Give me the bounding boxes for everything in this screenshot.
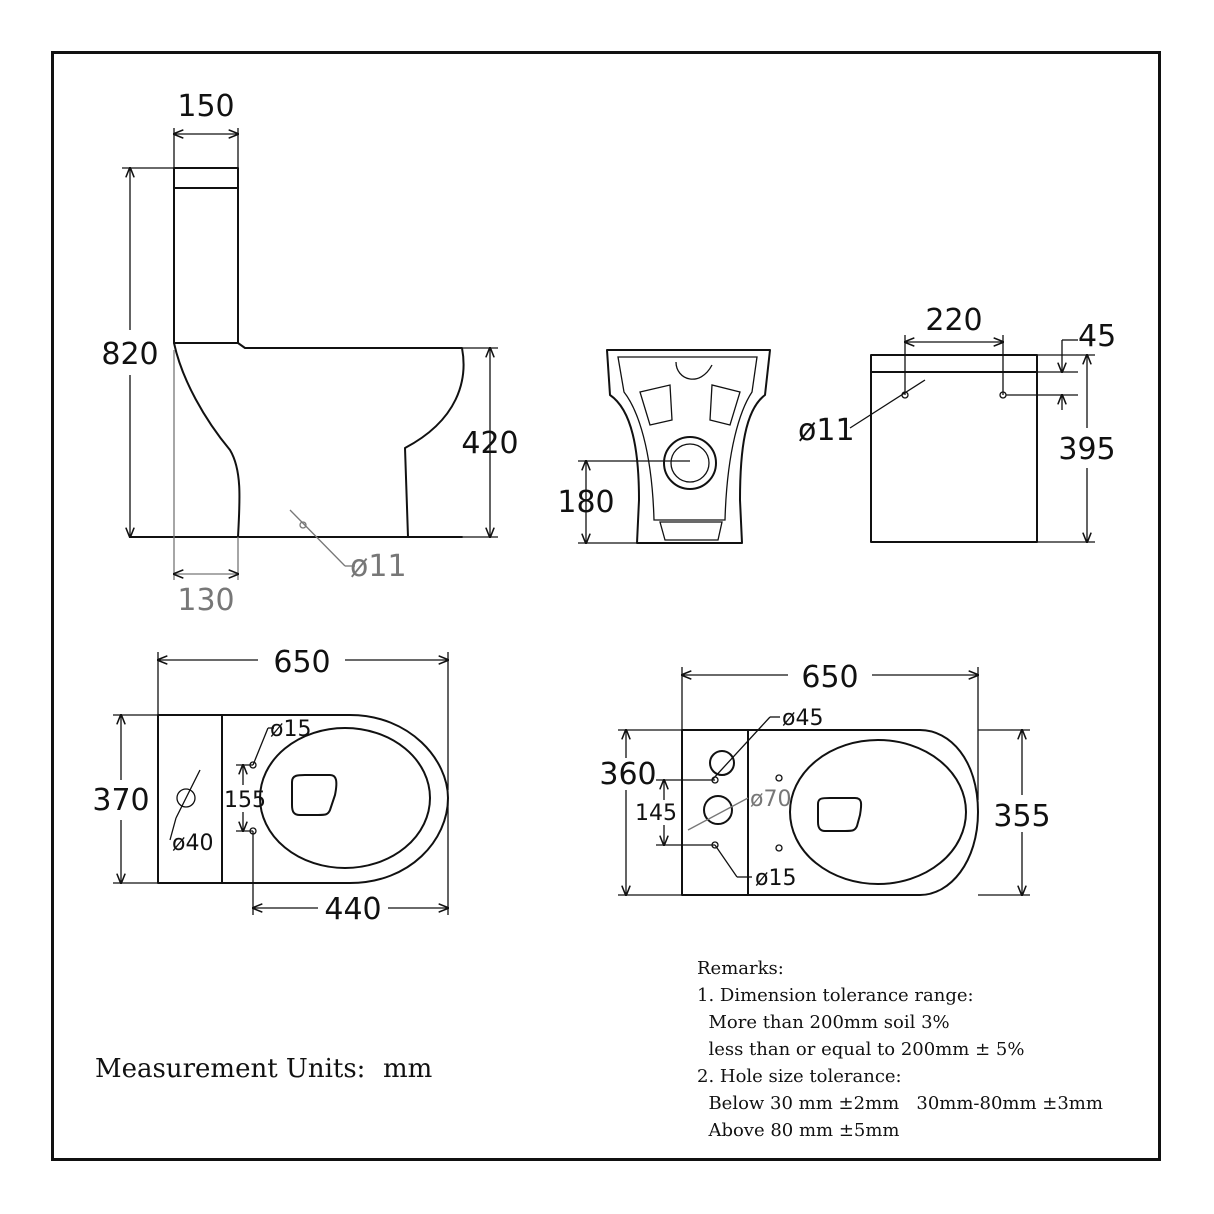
dim-side-total-height: 820 — [101, 337, 158, 372]
remarks-line: Below 30 mm ±2mm 30mm-80mm ±3mm — [697, 1093, 1103, 1114]
units-label: Measurement Units: — [95, 1054, 366, 1084]
tank-outline — [870, 354, 1038, 543]
side-view: 150 820 420 ø11 130 — [101, 89, 518, 618]
remarks-line: less than or equal to 200mm ± 5% — [697, 1039, 1025, 1060]
dim-side-pan-height: 420 — [461, 426, 518, 461]
remarks-line: More than 200mm soil 3% — [697, 1012, 950, 1033]
base-seat — [789, 739, 967, 885]
dim-base-bottom-hole: ø15 — [755, 866, 796, 891]
remarks-line: Above 80 mm ±5mm — [697, 1120, 900, 1141]
back-outline — [606, 349, 771, 544]
back-outlet — [663, 436, 717, 490]
dim-side-fix-hole: ø11 — [350, 549, 407, 584]
side-pan-outline — [173, 342, 465, 538]
base-view: 650 ø45 360 145 ø70 355 ø15 — [599, 660, 1051, 896]
dim-top-width: 370 — [92, 783, 149, 818]
dim-top-seat-depth: 440 — [324, 892, 381, 927]
remarks-line: 1. Dimension tolerance range: — [697, 985, 974, 1006]
dim-tank-hole: ø11 — [798, 413, 855, 448]
back-view: 180 — [557, 349, 771, 544]
dim-side-outlet-offset: 130 — [177, 583, 234, 618]
dim-back-outlet-height: 180 — [557, 485, 614, 520]
top-inlet — [176, 788, 196, 808]
top-outline — [157, 714, 449, 884]
base-outlet — [703, 795, 733, 825]
dim-tank-height: 395 — [1058, 432, 1115, 467]
dim-top-hole-spacing: 155 — [224, 788, 266, 813]
top-view: 650 370 ø15 155 ø40 440 — [92, 645, 448, 927]
tank-view: 220 45 395 ø11 — [798, 303, 1116, 542]
remarks-block: Remarks: 1. Dimension tolerance range: M… — [697, 955, 1103, 1144]
side-cistern — [173, 167, 239, 344]
dim-base-outlet: ø70 — [750, 787, 791, 812]
dim-tank-hole-spacing: 220 — [925, 303, 982, 338]
top-seat — [259, 727, 431, 869]
base-top-hole — [709, 750, 735, 776]
dim-top-hole: ø15 — [270, 717, 311, 742]
drawing-frame — [51, 51, 1161, 1161]
base-outline — [681, 729, 979, 896]
dim-top-inlet: ø40 — [172, 831, 213, 856]
dim-tank-hole-offset: 45 — [1078, 319, 1116, 354]
dim-base-top-hole: ø45 — [782, 706, 823, 731]
dim-base-offset: 360 — [599, 757, 656, 792]
dim-side-tank-width: 150 — [177, 89, 234, 124]
dim-top-length: 650 — [273, 645, 330, 680]
dim-base-width: 355 — [993, 799, 1050, 834]
dim-base-length: 650 — [801, 660, 858, 695]
dim-base-spacing: 145 — [635, 801, 677, 826]
remarks-title: Remarks: — [697, 958, 784, 979]
units-value: mm — [383, 1054, 433, 1084]
remarks-line: 2. Hole size tolerance: — [697, 1066, 902, 1087]
